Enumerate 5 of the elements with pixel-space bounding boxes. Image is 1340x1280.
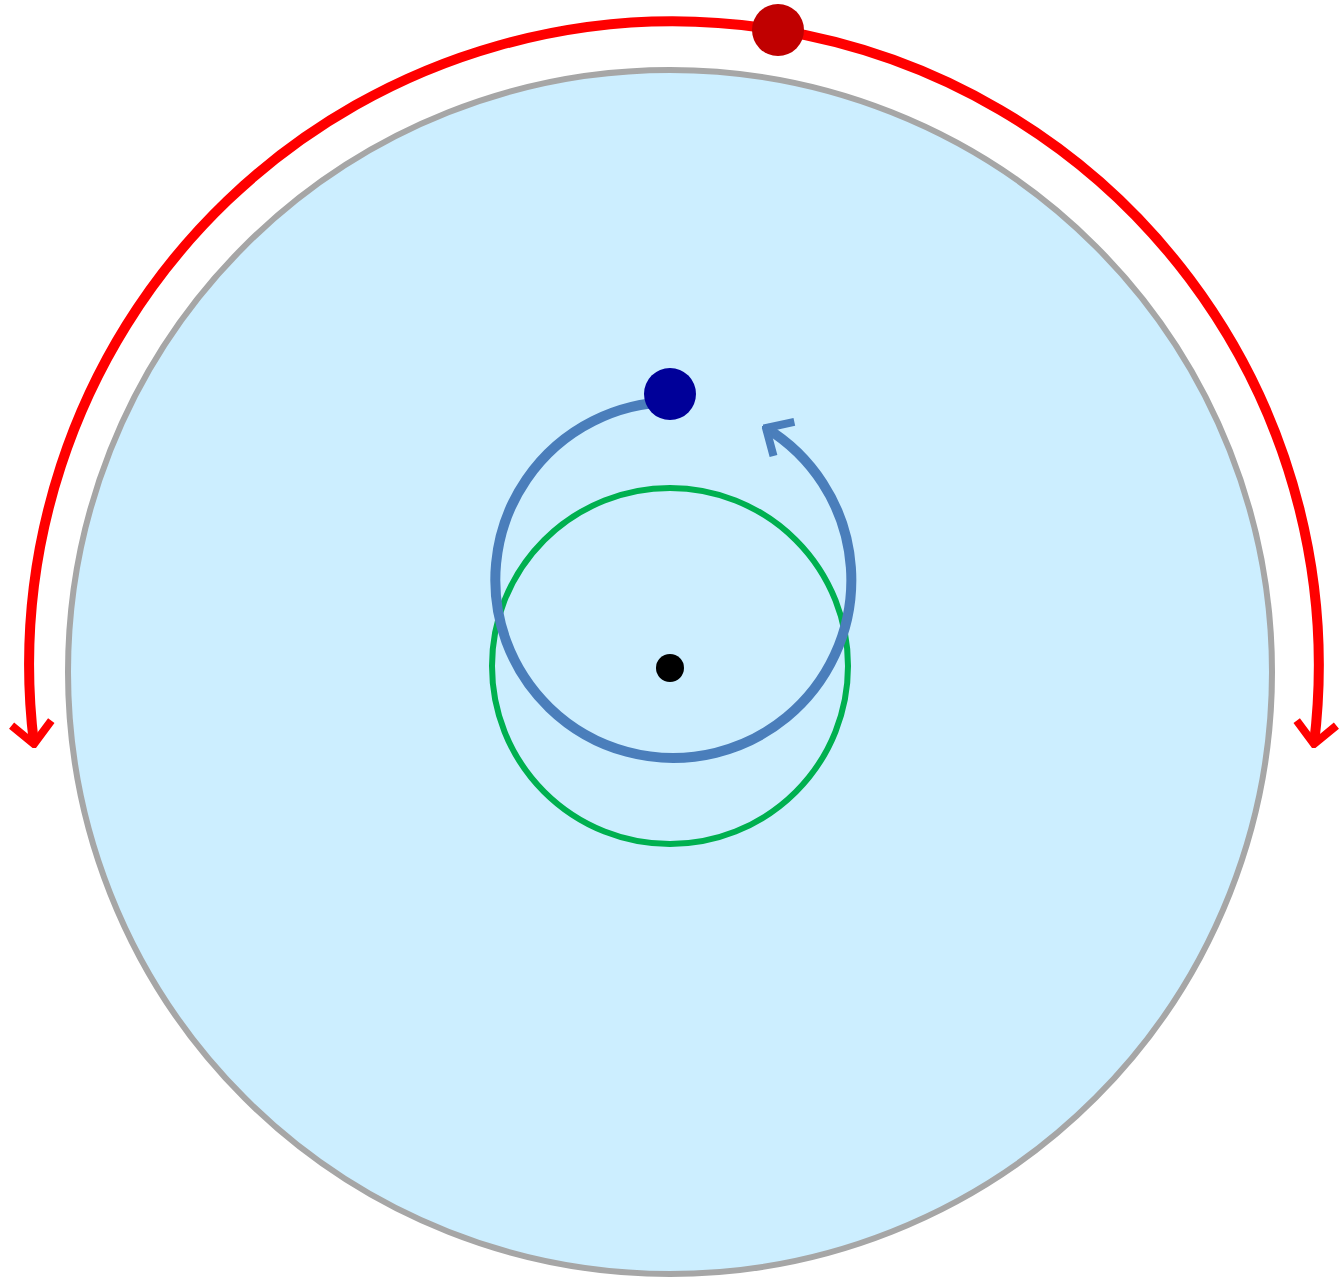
center-dot [656,654,684,682]
disk [65,67,1275,1277]
dot [752,4,804,56]
circle [489,485,851,847]
dot [644,368,696,420]
